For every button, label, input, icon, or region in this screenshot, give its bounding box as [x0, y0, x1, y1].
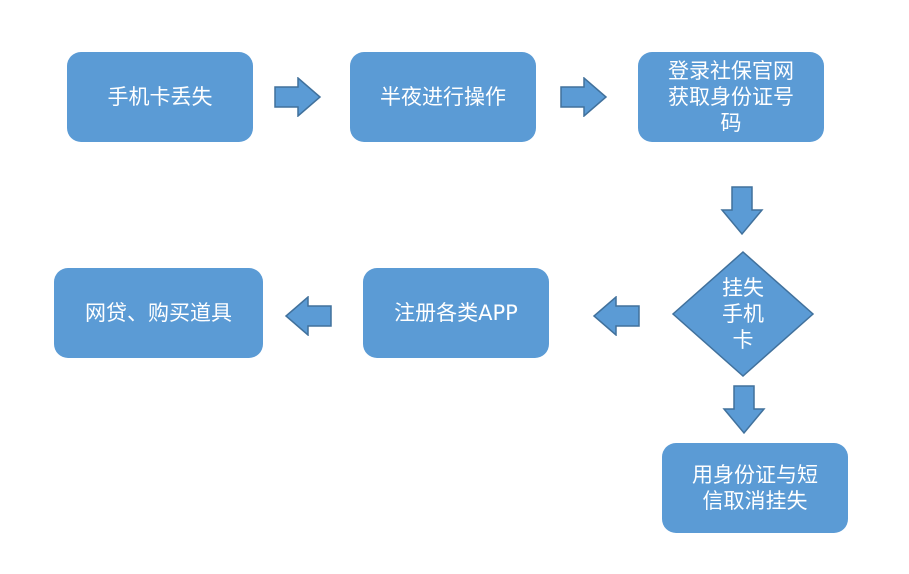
node-report-loss-line1: 挂失 — [722, 276, 764, 300]
arrow-right-2 — [560, 77, 608, 117]
arrow-right-1 — [274, 77, 322, 117]
node-cancel-loss: 用身份证与短 信取消挂失 — [662, 443, 848, 533]
node-lost-card: 手机卡丢失 — [67, 52, 253, 142]
node-register-apps-label: 注册各类APP — [394, 301, 518, 325]
arrow-down-1 — [720, 186, 764, 236]
arrow-left-2 — [284, 296, 332, 336]
node-register-apps: 注册各类APP — [363, 268, 549, 358]
node-login-social-security: 登录社保官网 获取身份证号 码 — [638, 52, 824, 142]
node-loans-purchases-label: 网贷、购买道具 — [85, 301, 232, 325]
diamond-text: 挂失 手机 卡 — [671, 250, 815, 378]
node-cancel-loss-line1: 用身份证与短 — [692, 463, 818, 487]
diamond-shape — [671, 250, 815, 378]
node-lost-card-label: 手机卡丢失 — [107, 85, 213, 109]
node-report-loss: 挂失 手机 卡 — [671, 250, 815, 378]
arrow-left-1 — [592, 296, 640, 336]
node-loans-purchases: 网贷、购买道具 — [54, 268, 263, 358]
node-report-loss-line2: 手机 — [722, 302, 764, 326]
node-midnight-operation-label: 半夜进行操作 — [380, 85, 506, 109]
node-login-line1: 登录社保官网 — [668, 59, 794, 83]
node-report-loss-line3: 卡 — [732, 328, 754, 352]
node-midnight-operation: 半夜进行操作 — [350, 52, 536, 142]
node-login-line3: 码 — [720, 111, 742, 135]
node-login-line2: 获取身份证号 — [668, 85, 794, 109]
node-cancel-loss-line2: 信取消挂失 — [702, 489, 808, 513]
arrow-down-2 — [722, 385, 766, 435]
